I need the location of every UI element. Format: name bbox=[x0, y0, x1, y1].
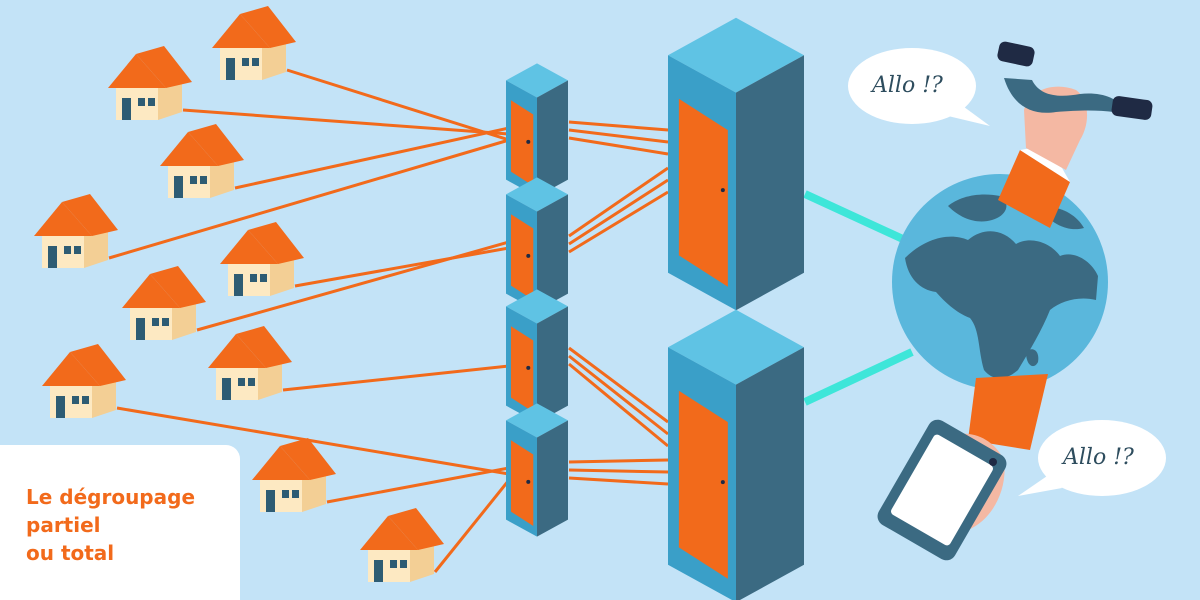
caption-title: Le dégroupage partiel ou total bbox=[26, 485, 196, 565]
speech-bubble-bottom bbox=[1018, 420, 1166, 496]
house-icon bbox=[220, 222, 304, 296]
house-icon bbox=[42, 344, 126, 418]
wire bbox=[234, 126, 510, 190]
house-icon bbox=[252, 438, 336, 512]
wire bbox=[568, 346, 669, 424]
wire bbox=[568, 458, 669, 464]
exchange-server-icon bbox=[668, 17, 804, 311]
wire bbox=[433, 479, 511, 573]
house-icon bbox=[34, 194, 118, 268]
door-icon bbox=[678, 390, 728, 579]
fiber-link bbox=[803, 348, 914, 406]
wire bbox=[568, 362, 669, 448]
street-cabinet-icon bbox=[506, 63, 568, 197]
hand-holding-smartphone-bottom bbox=[877, 374, 1048, 561]
house-icon bbox=[160, 124, 244, 198]
door-icon bbox=[510, 214, 534, 300]
hand-holding-phone-top bbox=[997, 41, 1153, 228]
house-icon bbox=[108, 46, 192, 120]
exchange-server-icon bbox=[668, 309, 804, 600]
houses bbox=[34, 6, 444, 582]
copper-wires bbox=[108, 68, 669, 573]
wire bbox=[182, 108, 510, 136]
wire bbox=[568, 136, 669, 156]
door-icon bbox=[678, 98, 728, 287]
wire bbox=[326, 466, 510, 504]
street-cabinet-icon bbox=[506, 403, 568, 537]
wire bbox=[568, 166, 669, 238]
street-cabinet-icon bbox=[506, 177, 568, 311]
wire bbox=[286, 68, 510, 142]
wire bbox=[568, 354, 669, 436]
wire bbox=[282, 364, 510, 392]
wire bbox=[568, 128, 669, 144]
fiber-links bbox=[803, 190, 914, 406]
wire bbox=[196, 240, 510, 332]
wire bbox=[116, 406, 510, 476]
wire bbox=[568, 178, 669, 246]
wire bbox=[568, 476, 669, 486]
street-cabinet-icon bbox=[506, 289, 568, 423]
house-icon bbox=[212, 6, 296, 80]
speech-bubble-bottom-text: Allo !? bbox=[1063, 445, 1134, 470]
speech-bubble-top-text: Allo !? bbox=[872, 73, 943, 98]
house-icon bbox=[360, 508, 444, 582]
globe-icon bbox=[892, 174, 1108, 390]
door-icon bbox=[510, 100, 534, 186]
caption-panel: Le dégroupage partiel ou total bbox=[0, 445, 240, 600]
wire bbox=[568, 468, 669, 474]
door-icon bbox=[510, 326, 534, 412]
house-icon bbox=[122, 266, 206, 340]
door-icon bbox=[510, 440, 534, 526]
speech-bubble-top bbox=[848, 48, 990, 126]
wire bbox=[568, 120, 669, 132]
wire bbox=[294, 246, 510, 288]
wire bbox=[108, 138, 510, 260]
house-icon bbox=[208, 326, 292, 400]
fiber-link bbox=[803, 190, 907, 244]
exchange-servers bbox=[506, 17, 804, 600]
wire bbox=[568, 190, 669, 254]
